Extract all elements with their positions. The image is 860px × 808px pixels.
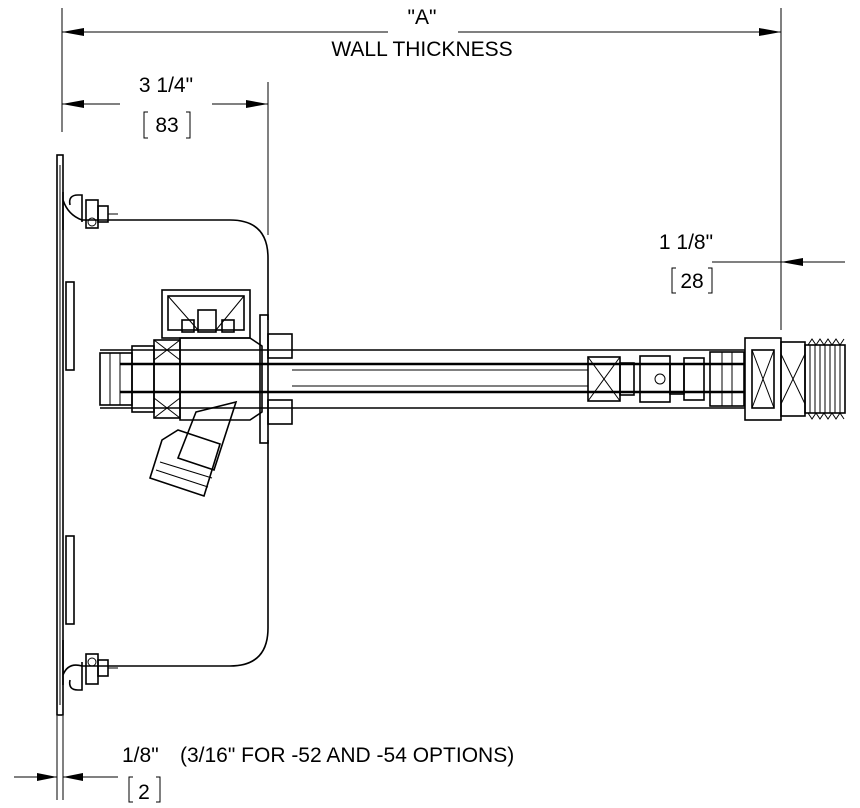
plate-thickness-imperial: 1/8" [122,744,159,767]
wall-thickness-value: "A" [408,6,437,29]
flange-depth-metric: 83 [155,114,178,137]
thread-length-imperial: 1 1/8" [659,231,713,254]
dimension-wall-thickness: "A" WALL THICKNESS [61,6,782,330]
dimension-thread-length: 1 1/8" 28 [659,231,845,294]
wall-plate [56,154,75,716]
wall-thickness-caption: WALL THICKNESS [331,38,512,61]
stem-pipe [100,349,745,409]
flange-depth-imperial: 3 1/4" [139,74,193,97]
dimension-plate-thickness: 1/8" (3/16" FOR -52 AND -54 OPTIONS) 2 [14,716,514,804]
bottom-mounting-clip [68,653,118,691]
inner-valve-assembly [587,351,745,407]
top-mounting-clip [68,194,118,229]
valve-body [99,289,293,498]
threaded-outlet [744,337,846,421]
arrowhead-right [759,28,781,36]
plate-thickness-note: (3/16" FOR -52 AND -54 OPTIONS) [180,744,514,767]
dimension-flange-depth: 3 1/4" 83 [62,74,269,235]
arrowhead-left [62,28,84,36]
thread-length-metric: 28 [680,270,703,293]
plate-thickness-metric: 2 [138,781,150,804]
